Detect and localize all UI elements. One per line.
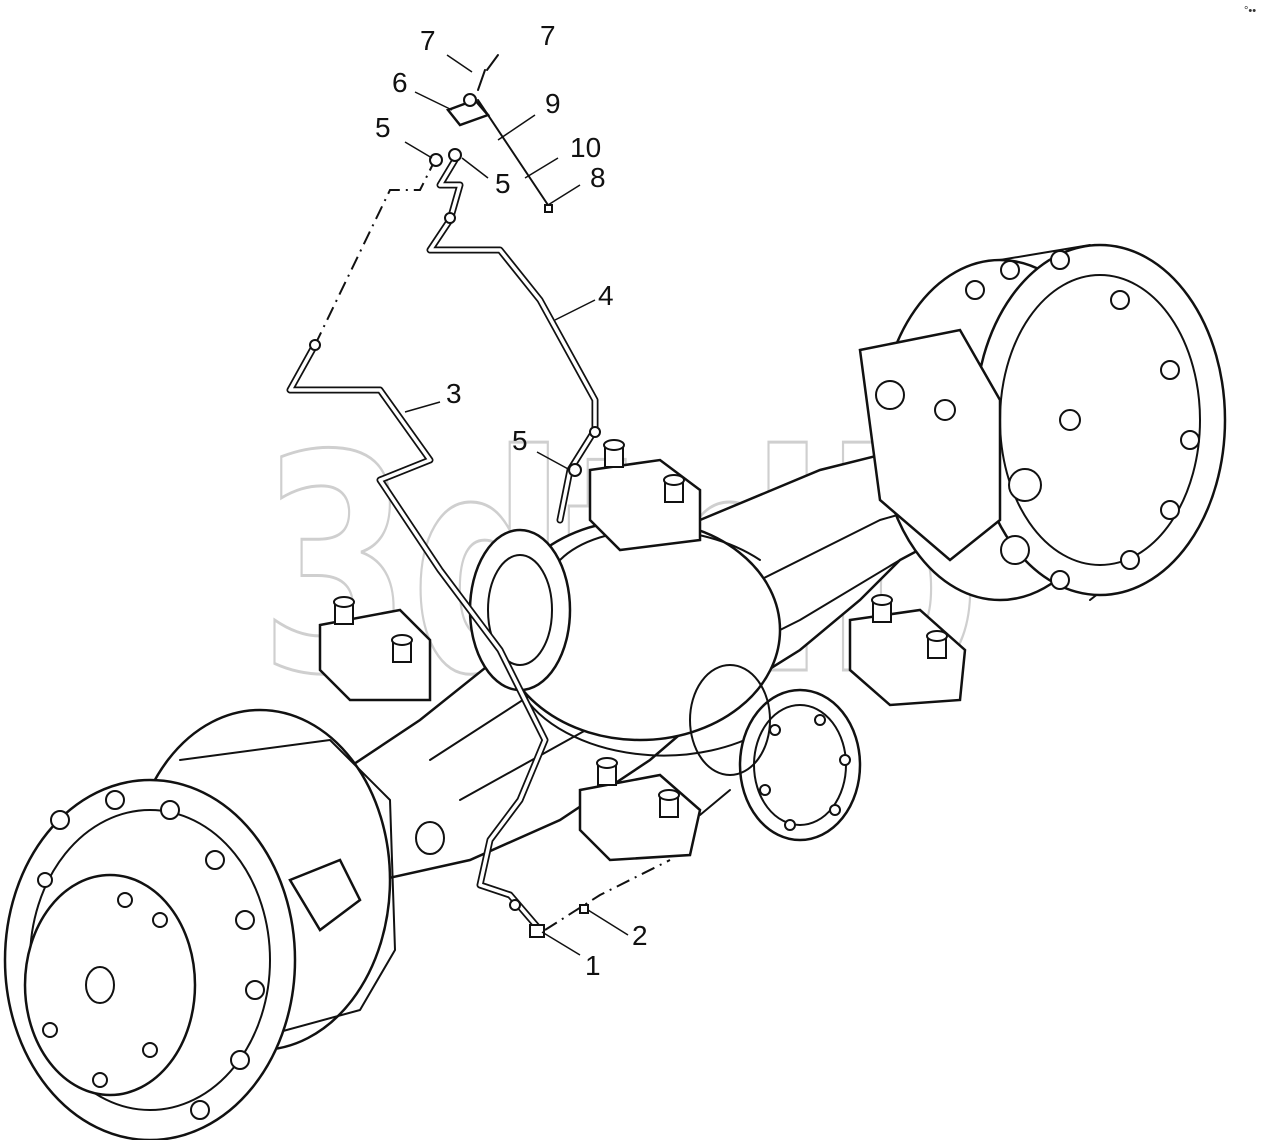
hub-bolts-right [965, 250, 1200, 590]
corner-mark: °•• [1244, 5, 1256, 17]
callout-5-top-right: 5 [495, 168, 511, 199]
callout-5-top-left: 5 [375, 112, 391, 143]
callout-9: 9 [545, 88, 561, 119]
hub-cap-left [23, 873, 197, 1097]
mount-pad-rear-left [588, 439, 702, 552]
callout-4: 4 [598, 280, 614, 311]
wheel-hub-right [858, 243, 1227, 602]
hose-centerline-upper [314, 159, 436, 346]
callout-1: 1 [585, 950, 601, 981]
callouts: 1 2 3 4 5 5 5 6 7 7 8 9 10 [375, 20, 648, 981]
brake-caliper-left [288, 858, 362, 932]
callout-6: 6 [392, 67, 408, 98]
leader-lines [404, 54, 629, 956]
axle-housing [298, 448, 977, 882]
callout-2: 2 [632, 920, 648, 951]
mount-pad-front-right [578, 757, 731, 862]
callout-7-right: 7 [540, 20, 556, 51]
callout-3: 3 [446, 378, 462, 409]
hub-bolts-left [37, 790, 265, 1120]
callout-5-middle: 5 [512, 425, 528, 456]
fitting-1 [529, 924, 545, 938]
brake-lines [286, 54, 671, 938]
fitting-2 [579, 904, 589, 914]
callout-7-left: 7 [420, 25, 436, 56]
wheel-hub-left [3, 708, 445, 1140]
mounting-pads [318, 439, 967, 862]
callout-10: 10 [570, 132, 601, 163]
fittings [309, 148, 601, 938]
hose-centerline-lower [544, 859, 671, 931]
mount-pad-front-left [318, 596, 432, 702]
brake-pipe-3 [286, 341, 549, 934]
tee-block [445, 54, 553, 213]
mount-pad-rear-right [848, 594, 967, 707]
callout-8: 8 [590, 162, 606, 193]
